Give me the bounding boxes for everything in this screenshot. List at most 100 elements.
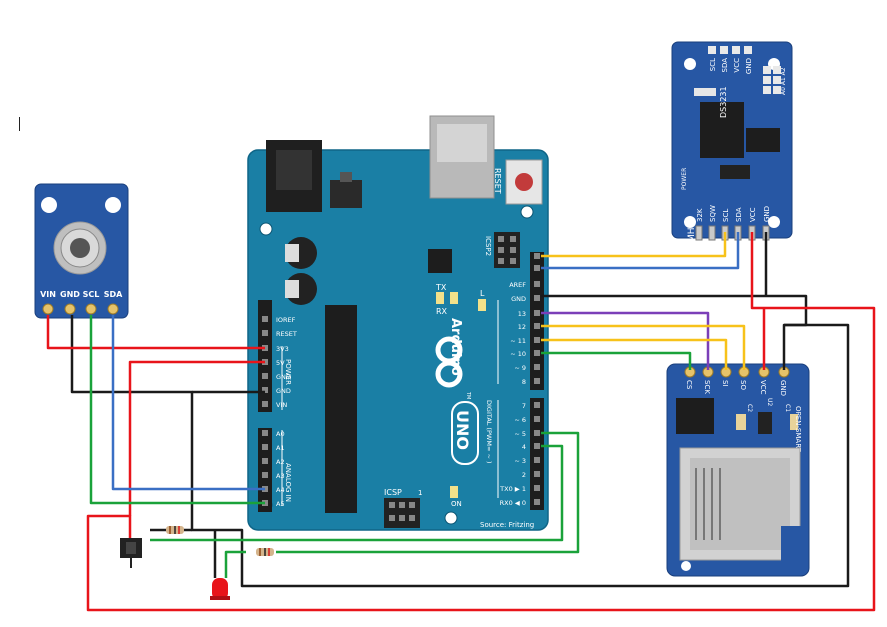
sd-brand-label: OPEN-SMART: [794, 406, 802, 453]
pin-d-10: [534, 350, 540, 356]
pin-label-d-8: 8: [522, 378, 526, 386]
wire-green-4: [150, 444, 564, 542]
pin-d-4: [534, 443, 540, 449]
led-tx-label: TX: [435, 283, 447, 292]
sd-pin-label-cs: CS: [685, 380, 693, 390]
analog-header: [258, 428, 272, 512]
pin-label-d-tx0-1: TX0 ▶ 1: [499, 485, 526, 493]
rtc-top-pin-scl: [708, 46, 716, 54]
pin-label-d-10: ~ 10: [510, 350, 526, 358]
pin-d-2: [534, 471, 540, 477]
resistor-button: [166, 526, 184, 534]
pin-label-d-aref: AREF: [509, 281, 526, 289]
pin-label-3v3: 3V3: [276, 345, 289, 353]
pin-label-ioref: IOREF: [276, 316, 296, 324]
sd-pin-label-vcc: VCC: [759, 380, 767, 395]
pin-label-d-5: ~ 5: [514, 430, 526, 438]
sd-pin-label-so: SO: [739, 380, 747, 390]
digital-label: DIGITAL (PWM= ~ ): [485, 400, 493, 464]
sensor-pin-label-sda: SDA: [104, 290, 123, 299]
rtc-top-pin-gnd: [744, 46, 752, 54]
pin-label-d-gnd: GND: [511, 295, 526, 303]
pin-d-5: [534, 430, 540, 436]
pin-a1: [262, 444, 268, 450]
sensor-pin-label-scl: SCL: [83, 290, 100, 299]
red-led: [210, 578, 230, 600]
wires: [46, 232, 876, 612]
led-rx-label: RX: [436, 307, 448, 316]
power-label: POWER: [284, 359, 292, 385]
pin-label-a4: A4: [276, 486, 285, 494]
sensor-pin-label-gnd: GND: [60, 290, 80, 299]
pin-i2c-1: [534, 265, 540, 271]
wire-purple-13: [541, 311, 710, 370]
pin-label-d-4: 4: [522, 443, 526, 451]
led-on-label: ON: [451, 500, 462, 508]
wire-red-5v: [128, 360, 265, 516]
pin-d-11: [534, 337, 540, 343]
pin-label-gnd: GND: [276, 387, 291, 395]
wire-yellow-sda: [541, 232, 727, 258]
rtc-mh-label: MH: [687, 227, 697, 242]
rtc-power-label: POWER: [681, 168, 688, 190]
pin-d-7: [534, 402, 540, 408]
pin-a2: [262, 458, 268, 464]
pin-ioref: [262, 316, 268, 322]
rtc-bottom-pin-sqw-1: [708, 225, 716, 241]
uno-label: UNO: [453, 410, 472, 450]
push-button: [120, 538, 142, 568]
arduino-uno-board: RESET ICSP2 TX RX L ON Arduino UNO TM: [247, 115, 549, 531]
wire-led-anode: [224, 550, 246, 578]
wire-red-rtc-vcc: [86, 232, 876, 612]
icsp-pin1-label: 1: [418, 489, 422, 497]
pin-label-d-6: ~ 6: [514, 416, 526, 424]
pin-label-reset: RESET: [276, 330, 297, 338]
rtc-bottom-pin-label-32k: 32K: [696, 208, 704, 222]
rtc-top-pin-sda: [720, 46, 728, 54]
sensor-pin-label-vin: VIN: [40, 290, 56, 299]
icsp-label: ICSP: [384, 488, 402, 497]
wire-green-scl: [89, 315, 265, 505]
rtc-addr-label: A0 A1 A2: [780, 67, 787, 95]
digital-header-top: [530, 252, 544, 390]
wire-yellow-11: [541, 338, 728, 370]
sensor-pin-scl: [85, 303, 97, 315]
pin-label-d-13: 13: [518, 310, 526, 318]
tm-label: TM: [465, 391, 471, 399]
pin-label-d-9: ~ 9: [514, 364, 526, 372]
pin-d-tx0-1: [534, 485, 540, 491]
pin-label-d-rx0-0: RX0 ◀ 0: [500, 499, 526, 507]
pin-label-d-12: 12: [518, 323, 526, 331]
sd-pin-label-si: SI: [721, 380, 729, 387]
arduino-label: Arduino: [448, 318, 463, 376]
pin-label-d-3: ~ 3: [514, 457, 526, 465]
pin-label-a1: A1: [276, 444, 285, 452]
resistor-led: [256, 548, 274, 556]
rtc-bottom-pin-label-vcc: VCC: [749, 207, 757, 222]
rtc-top-pin-label-sda: SDA: [721, 58, 729, 73]
pin-d-9: [534, 364, 540, 370]
sd-c1-label: C1: [784, 404, 791, 412]
power-header: [258, 300, 272, 412]
reset-label: RESET: [493, 168, 502, 194]
wire-red-3v3: [46, 315, 265, 350]
pin-i2c-0: [534, 253, 540, 259]
icsp2-label: ICSP2: [484, 236, 492, 256]
rtc-top-pin-vcc: [732, 46, 740, 54]
pin-d-6: [534, 416, 540, 422]
wire-yellow-12: [541, 324, 746, 370]
rtc-bottom-pin-label-scl: SCL: [722, 209, 730, 222]
pin-label-d-2: 2: [522, 471, 526, 479]
digital-header-bottom: [530, 398, 544, 510]
rtc-bottom-pin-32k-0: [695, 225, 703, 241]
pin-d-aref: [534, 281, 540, 287]
pin-vin: [262, 401, 268, 407]
pin-label-gnd: GND: [276, 373, 291, 381]
pin-label-vin: VIN: [276, 401, 287, 409]
pin-d-rx0-0: [534, 499, 540, 505]
rtc-bottom-pin-label-gnd: GND: [763, 206, 771, 222]
sd-u2-label: U2: [766, 398, 773, 406]
